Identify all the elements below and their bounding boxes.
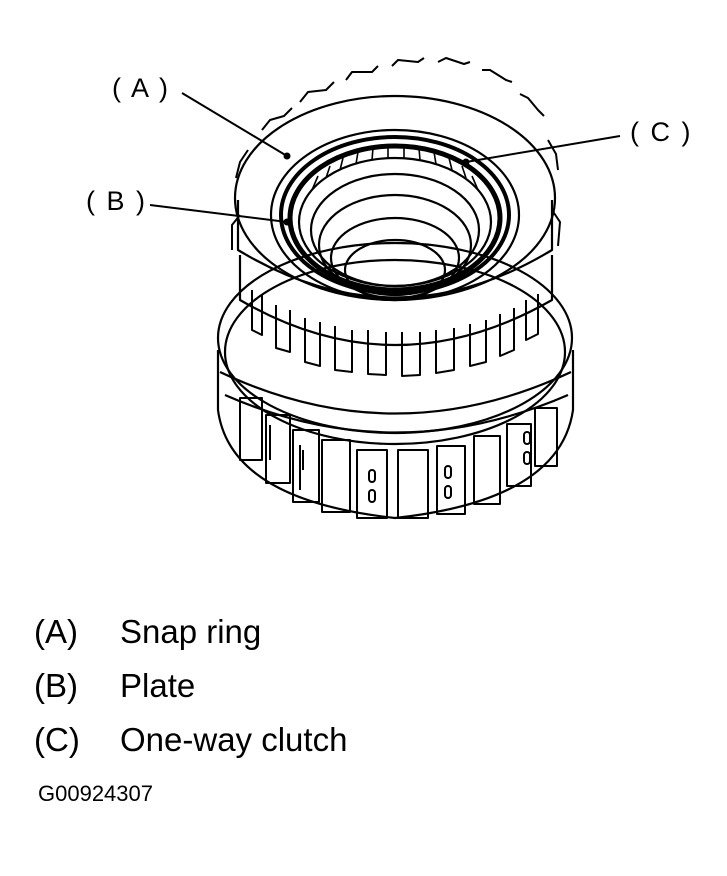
legend-row-b: (B) Plate bbox=[34, 659, 347, 713]
clutch-rollers bbox=[311, 146, 479, 191]
one-way-clutch-inner bbox=[309, 172, 481, 288]
legend-label: Plate bbox=[120, 667, 196, 704]
plate-ring bbox=[287, 143, 503, 293]
legend-label: Snap ring bbox=[120, 613, 262, 650]
snap-ring-inner bbox=[279, 135, 511, 295]
callout-label-a: ( A ) bbox=[112, 73, 171, 103]
leader-line-a bbox=[181, 92, 288, 157]
drum-outer-shell bbox=[216, 350, 575, 520]
figure-id: G00924307 bbox=[38, 781, 153, 806]
legend-row-a: (A) Snap ring bbox=[34, 605, 347, 659]
drum-band bbox=[223, 258, 567, 446]
legend-key: (B) bbox=[34, 667, 78, 704]
clutch-drum-illustration bbox=[149, 57, 621, 520]
legend-row-c: (C) One-way clutch bbox=[34, 713, 347, 767]
middle-splines bbox=[251, 290, 539, 377]
middle-spline-band bbox=[238, 255, 554, 346]
upper-teeth bbox=[231, 57, 561, 250]
callout-label-c: ( C ) bbox=[630, 117, 693, 147]
callout-label-b: ( B ) bbox=[86, 186, 147, 216]
snap-ring-outer bbox=[269, 128, 521, 302]
leader-line-b bbox=[149, 204, 288, 223]
drum-upper-rim bbox=[216, 241, 574, 435]
legend: (A) Snap ring (B) Plate (C) One-way clut… bbox=[34, 605, 347, 767]
leader-line-c bbox=[465, 135, 621, 163]
legend-key: (C) bbox=[34, 721, 80, 758]
legend-label: One-way clutch bbox=[120, 721, 348, 758]
drum-windows bbox=[239, 397, 558, 519]
legend-key: (A) bbox=[34, 613, 78, 650]
